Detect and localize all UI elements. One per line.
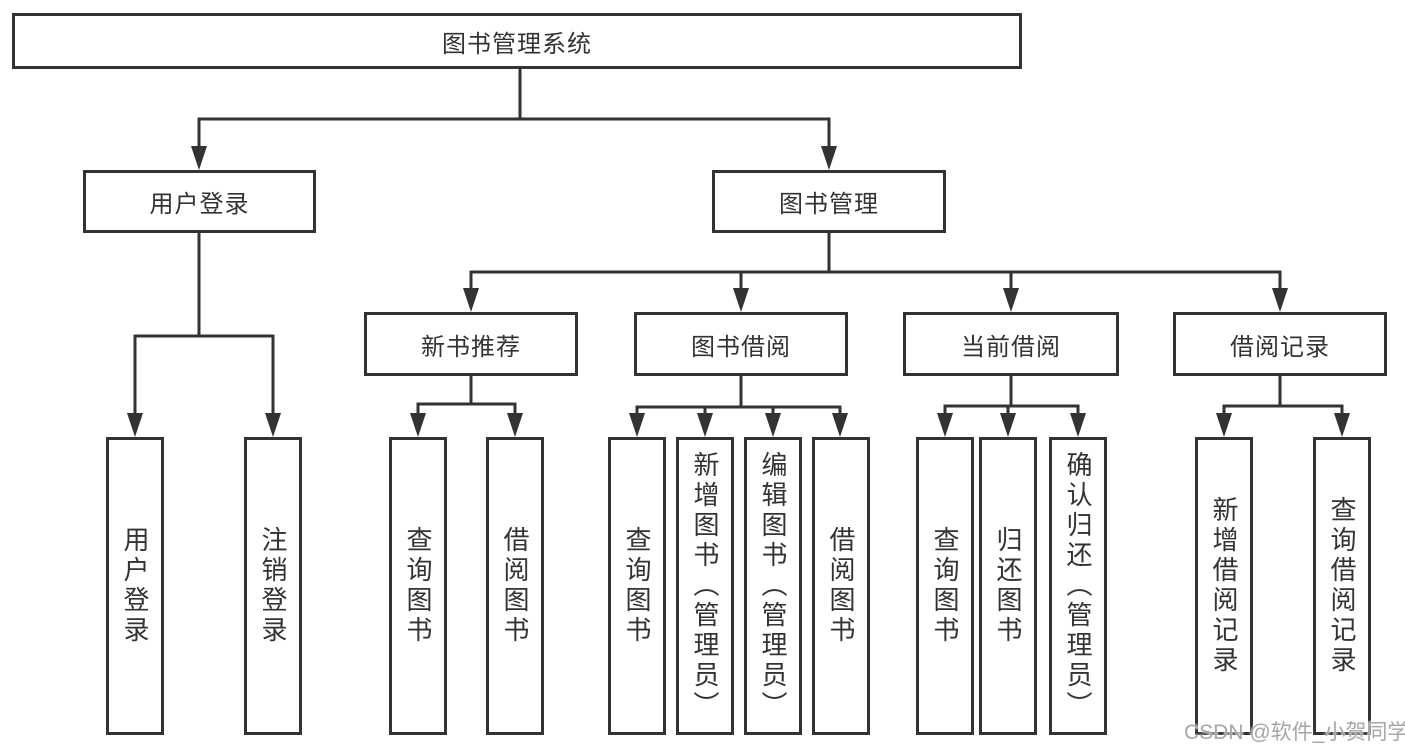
node-confirm-return-admin-label: 确认归还（管理员） [1063, 451, 1093, 721]
node-add-borrow-record: 新增借阅记录 [1195, 437, 1253, 735]
node-new-book-recommend: 新书推荐 [364, 312, 578, 376]
node-edit-book-admin-label: 编辑图书（管理员） [758, 451, 788, 721]
node-return-book-label: 归还图书 [993, 526, 1023, 646]
node-return-book: 归还图书 [979, 437, 1037, 735]
node-library-system: 图书管理系统 [12, 13, 1022, 69]
arrowheads [127, 146, 1350, 437]
node-edit-book-admin: 编辑图书（管理员） [744, 437, 802, 735]
node-borrow-book-2: 借阅图书 [812, 437, 870, 735]
node-query-borrow-record: 查询借阅记录 [1313, 437, 1371, 735]
node-borrow-book-2-label: 借阅图书 [826, 526, 856, 646]
node-library-system-label: 图书管理系统 [442, 30, 592, 58]
node-query-book-1-label: 查询图书 [403, 526, 433, 646]
node-query-borrow-record-label: 查询借阅记录 [1327, 496, 1357, 676]
connector-root-split [197, 69, 831, 152]
node-query-book-2-label: 查询图书 [622, 526, 652, 646]
connector-newbook-split [416, 376, 517, 419]
node-query-book-2: 查询图书 [608, 437, 666, 735]
node-user-login: 用户登录 [106, 437, 164, 735]
node-confirm-return-admin: 确认归还（管理员） [1049, 437, 1107, 735]
node-book-borrowing-label: 图书借阅 [691, 333, 791, 361]
node-current-borrowing: 当前借阅 [903, 312, 1119, 376]
node-book-borrowing: 图书借阅 [634, 312, 848, 376]
node-borrow-book-1: 借阅图书 [486, 437, 544, 735]
node-current-borrowing-label: 当前借阅 [961, 333, 1061, 361]
node-add-borrow-record-label: 新增借阅记录 [1209, 496, 1239, 676]
node-add-book-admin: 新增图书（管理员） [676, 437, 734, 735]
node-user-login-module: 用户登录 [83, 170, 316, 233]
connector-bookmgmt-split [469, 233, 1282, 294]
node-user-login-label: 用户登录 [120, 526, 150, 646]
node-borrowing-records: 借阅记录 [1173, 312, 1387, 376]
connector-userlogin-split [133, 233, 275, 419]
node-borrowing-records-label: 借阅记录 [1230, 333, 1330, 361]
node-book-management: 图书管理 [712, 170, 946, 233]
node-add-book-admin-label: 新增图书（管理员） [690, 451, 720, 721]
connector-current-split [943, 376, 1080, 419]
node-logout-label: 注销登录 [258, 526, 288, 646]
node-query-book-3: 查询图书 [916, 437, 974, 735]
connector-borrow-split [635, 376, 842, 419]
node-book-management-label: 图书管理 [779, 191, 879, 218]
node-query-book-1: 查询图书 [389, 437, 447, 735]
node-new-book-recommend-label: 新书推荐 [421, 333, 521, 361]
node-borrow-book-1-label: 借阅图书 [500, 526, 530, 646]
node-logout: 注销登录 [244, 437, 302, 735]
node-user-login-module-label: 用户登录 [149, 191, 250, 218]
connector-records-split [1222, 376, 1344, 419]
node-query-book-3-label: 查询图书 [930, 526, 960, 646]
csdn-watermark: CSDN @软件_小贺同学 [1184, 721, 1405, 744]
